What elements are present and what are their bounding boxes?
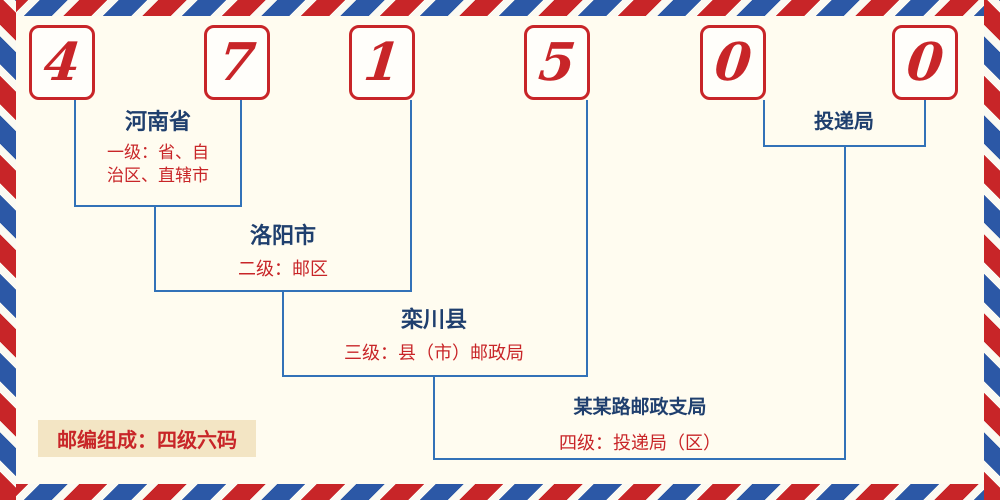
- digit-box-1: 4: [29, 25, 95, 100]
- level2-bracket-right-line: [410, 100, 412, 292]
- digit-box-3: 1: [349, 25, 415, 100]
- level2-to-level3-drop-line: [282, 292, 284, 377]
- level1-name: 河南省: [124, 110, 191, 135]
- level1-desc: 一级：省、自 治区、直辖市: [76, 142, 240, 188]
- digit-box-4: 5: [524, 25, 590, 100]
- level2-desc: 二级：邮区: [238, 259, 328, 280]
- digit-box-5: 0: [700, 25, 766, 100]
- digit-box-2: 7: [204, 25, 270, 100]
- digit-box-6: 0: [892, 25, 958, 100]
- digit-1: 4: [40, 31, 84, 93]
- level3-label-block: 栾川县 三级：县（市）邮政局: [284, 308, 584, 365]
- level1-bracket-right-line: [240, 100, 242, 207]
- level1-desc-line2: 治区、直辖市: [107, 166, 209, 186]
- level3-name: 栾川县: [400, 308, 467, 333]
- delivery-bracket-left-line: [763, 100, 765, 147]
- airmail-border-top: [0, 0, 1000, 16]
- digit-6: 0: [903, 31, 947, 93]
- delivery-bracket-right-line: [924, 100, 926, 147]
- level1-bracket-bottom-line: [74, 205, 242, 207]
- airmail-border-right: [984, 0, 1000, 500]
- level2-label-block: 洛阳市 二级：邮区: [156, 224, 410, 281]
- level3-to-level4-drop-line: [433, 377, 435, 460]
- footer-badge: 邮编组成：四级六码: [38, 420, 256, 457]
- level3-bracket-right-line: [586, 100, 588, 377]
- level3-desc: 三级：县（市）邮政局: [344, 343, 524, 364]
- level3-bracket-bottom-line: [282, 375, 588, 377]
- level4-desc: 四级：投递局（区）: [559, 433, 721, 454]
- level2-bracket-bottom-line: [154, 290, 412, 292]
- level4-bracket-bottom-line: [433, 458, 846, 460]
- digit-5: 0: [711, 31, 755, 93]
- digit-4: 5: [535, 31, 579, 93]
- airmail-border-bottom: [0, 484, 1000, 500]
- delivery-office-label: 投递局: [814, 109, 874, 133]
- airmail-border-left: [0, 0, 16, 500]
- digit-2: 7: [215, 31, 259, 93]
- level2-name: 洛阳市: [249, 224, 316, 249]
- level1-bracket-left-line: [74, 100, 76, 207]
- level4-name: 某某路邮政支局: [573, 396, 707, 418]
- delivery-bracket-bottom-line: [763, 145, 926, 147]
- level1-label-block: 河南省 一级：省、自 治区、直辖市: [76, 110, 240, 188]
- level1-to-level2-drop-line: [154, 207, 156, 292]
- digit-3: 1: [360, 31, 404, 93]
- level4-bracket-right-line: [844, 147, 846, 460]
- level4-label-block: 某某路邮政支局 四级：投递局（区）: [455, 394, 825, 455]
- level1-desc-line1: 一级：省、自: [107, 143, 209, 163]
